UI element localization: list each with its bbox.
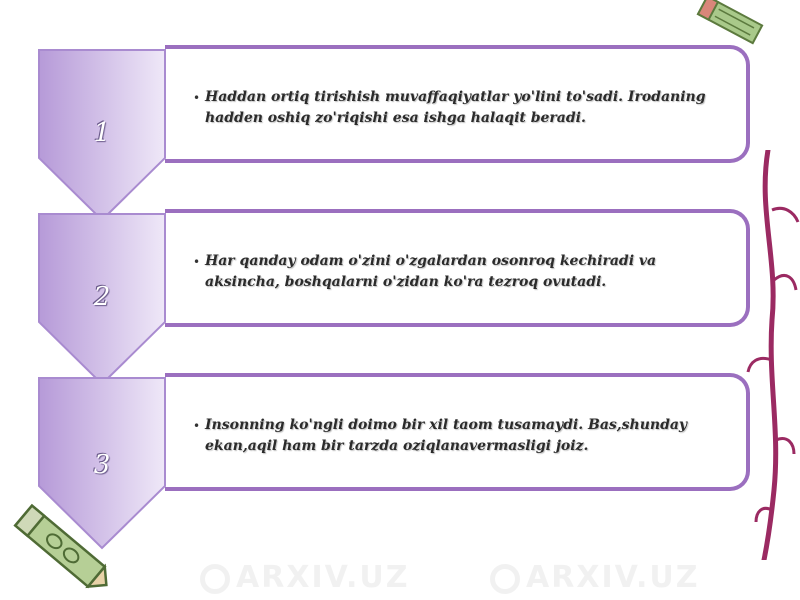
chevron-number-2: 2	[93, 282, 111, 312]
bullet: •	[193, 419, 201, 433]
item-text-3: Insonning ko'ngli doimo bir xil taom tus…	[205, 417, 688, 454]
chevron-number-1: 1	[93, 118, 111, 148]
item-box-3: • Insonning ko'ngli doimo bir xil taom t…	[165, 373, 750, 491]
chevron-1: 1	[37, 48, 167, 223]
item-text-2: Har qanday odam o'zini o'zgalardan osonr…	[205, 253, 657, 290]
item-box-2: • Har qanday odam o'zini o'zgalardan oso…	[165, 209, 750, 327]
watermark: ARXIV.UZ	[200, 560, 409, 595]
item-box-1: • Haddan ortiq tirishish muvaffaqiyatlar…	[165, 45, 750, 163]
watermark: ARXIV.UZ	[490, 560, 699, 595]
bullet: •	[193, 91, 201, 105]
pencil-icon	[696, 0, 764, 45]
chevron-number-3: 3	[93, 450, 111, 480]
pencil-icon	[13, 503, 108, 589]
item-text-1: Haddan ortiq tirishish muvaffaqiyatlar y…	[205, 89, 706, 126]
vine-decoration	[746, 150, 800, 560]
chevron-2: 2	[37, 212, 167, 387]
chevron-3: 3	[37, 376, 167, 551]
bullet: •	[193, 255, 201, 269]
